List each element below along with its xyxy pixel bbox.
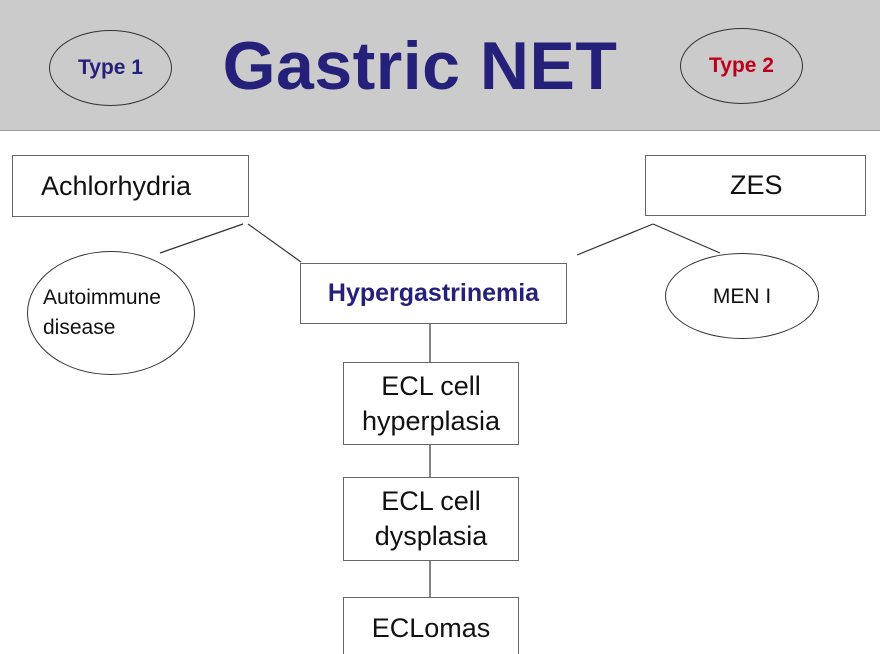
men1-label: MEN I — [712, 285, 772, 308]
type-2-ellipse: Type 2 — [680, 28, 803, 104]
page-title: Gastric NET — [222, 28, 618, 104]
ecl-dysplasia-line2: dysplasia — [374, 521, 488, 551]
autoimmune-label-line1: Autoimmune — [43, 286, 161, 309]
autoimmune-label-line2: disease — [43, 316, 116, 339]
autoimmune-disease-ellipse: Autoimmune disease — [27, 251, 195, 375]
hypergastrinemia-box: Hypergastrinemia — [300, 263, 567, 324]
type-1-ellipse: Type 1 — [49, 30, 172, 106]
zes-box: ZES — [645, 155, 866, 216]
men1-ellipse: MEN I — [665, 253, 819, 339]
type-1-label: Type 1 — [78, 56, 143, 79]
zes-label: ZES — [730, 170, 783, 200]
eclomas-label: ECLomas — [371, 613, 491, 643]
ecl-hyperplasia-line2: hyperplasia — [361, 405, 501, 436]
connector-achlorhydria-hypergastrinemia — [247, 223, 302, 263]
ecl-hyperplasia-line1: ECL cell — [381, 370, 481, 401]
connector-zes-hypergastrinemia — [576, 223, 654, 256]
header-banner: Type 1 Gastric NET Type 2 — [0, 0, 880, 131]
connector-zes-men1 — [652, 223, 721, 254]
connector-achlorhydria-autoimmune — [159, 223, 244, 254]
achlorhydria-box: Achlorhydria — [12, 155, 249, 217]
achlorhydria-label: Achlorhydria — [41, 170, 192, 201]
ecl-dysplasia-line1: ECL cell — [381, 486, 481, 516]
ecl-hyperplasia-box: ECL cell hyperplasia — [343, 362, 519, 445]
hypergastrinemia-label: Hypergastrinemia — [327, 279, 540, 307]
eclomas-box: ECLomas — [343, 597, 519, 654]
type-2-label: Type 2 — [709, 54, 774, 77]
ecl-dysplasia-box: ECL cell dysplasia — [343, 477, 519, 561]
